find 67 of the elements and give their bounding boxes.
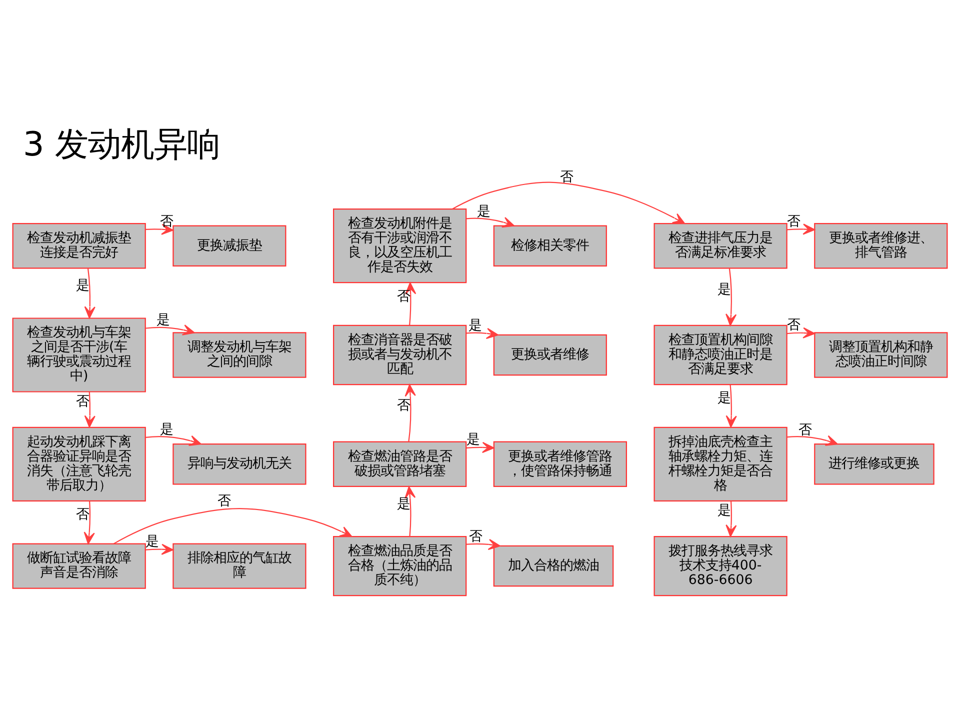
node-box: 检查消音器是否破损或者与发动机不匹配 bbox=[333, 324, 467, 386]
node-box: 异响与发动机无关 bbox=[172, 444, 306, 485]
node-box: 检查发动机附件是否有干涉或润滑不良，以及空压机工作是否失效 bbox=[333, 208, 467, 284]
edge-label: 是 bbox=[76, 278, 90, 294]
node-box: 加入合格的燃油 bbox=[493, 545, 614, 587]
node-box: 排除相应的气缸故障 bbox=[172, 543, 306, 589]
node-box: 检查燃油管路是否破损或管路堵塞 bbox=[333, 441, 467, 487]
arrow bbox=[786, 327, 816, 338]
edge-label: 否 bbox=[560, 170, 574, 185]
arrow bbox=[84, 268, 96, 319]
arrow bbox=[84, 500, 95, 544]
edge-label: 否 bbox=[76, 507, 90, 522]
node-box: 起动发动机踩下离合器验证异响是否消失（注意飞轮壳带后取力） bbox=[12, 426, 146, 502]
edge-label: 是 bbox=[718, 391, 731, 406]
arrow bbox=[786, 435, 838, 446]
arrow bbox=[466, 216, 515, 228]
edge-label: 否 bbox=[798, 422, 812, 438]
node-box: 拆掉油底壳检查主轴承螺栓力矩、连杆螺栓力矩是否合格 bbox=[654, 426, 788, 502]
arrow bbox=[786, 224, 816, 235]
edge-label: 否 bbox=[469, 529, 482, 544]
edge-label: 否 bbox=[217, 494, 230, 509]
diagram-title: 3 发动机异响 bbox=[22, 124, 220, 164]
arrow bbox=[726, 268, 737, 326]
node-box: 调整发动机与车架之间的间隙 bbox=[172, 332, 306, 378]
node-box: 更换或者维修进、排气管路 bbox=[814, 223, 948, 269]
node-box: 检查燃油品质是否合格（土炼油的品质不纯） bbox=[333, 536, 467, 596]
edge-label: 是 bbox=[156, 313, 170, 328]
arrow bbox=[726, 384, 737, 428]
arrow bbox=[466, 328, 499, 339]
edge-label: 否 bbox=[787, 214, 800, 230]
arrow bbox=[145, 324, 195, 336]
node-box: 调整顶置机构和静态喷油正时间隙 bbox=[814, 332, 948, 378]
node-box: 更换或者维修 bbox=[493, 334, 607, 376]
arrow bbox=[466, 538, 500, 550]
edge-label: 否 bbox=[396, 289, 410, 304]
node-box: 检查发动机与车架之间是否干涉(车辆行驶或震动过程中) bbox=[12, 318, 146, 392]
edge-label: 是 bbox=[468, 318, 482, 334]
node-box: 检修相关零件 bbox=[493, 225, 607, 266]
arrow bbox=[145, 544, 174, 555]
arrow bbox=[404, 486, 416, 537]
edge-label: 否 bbox=[787, 318, 800, 334]
node-box: 检查进排气压力是否满足标准要求 bbox=[654, 223, 788, 269]
node-box: 更换或者维修管路，使管路保持畅通 bbox=[493, 441, 627, 487]
arrow bbox=[145, 435, 202, 446]
arrow bbox=[145, 224, 174, 235]
edge-label: 否 bbox=[76, 394, 90, 410]
node-box: 更换减振垫 bbox=[172, 225, 286, 266]
arrow bbox=[726, 500, 737, 537]
node-box: 进行维修或更换 bbox=[814, 444, 934, 485]
arrow bbox=[84, 392, 96, 428]
arrow bbox=[114, 508, 352, 544]
edge-label: 否 bbox=[160, 214, 173, 230]
edge-label: 是 bbox=[160, 422, 173, 438]
edge-label: 是 bbox=[146, 534, 159, 550]
node-box: 拨打服务热线寻求技术支持400-686-6606 bbox=[654, 536, 788, 596]
edge-label: 是 bbox=[718, 282, 731, 298]
edge-label: 是 bbox=[718, 503, 731, 518]
arrow bbox=[404, 384, 416, 442]
edge-label: 是 bbox=[466, 432, 480, 448]
node-box: 检查顶置机构间隙和静态喷油正时是否满足要求 bbox=[654, 324, 788, 386]
edge-label: 是 bbox=[396, 497, 410, 512]
edge-label: 是 bbox=[476, 204, 490, 220]
edge-label: 否 bbox=[396, 398, 410, 414]
arrow bbox=[466, 442, 494, 454]
node-box: 做断缸试验看故障声音是否消除 bbox=[12, 543, 146, 589]
arrow bbox=[452, 182, 686, 224]
node-box: 检查发动机减振垫连接是否完好 bbox=[12, 223, 146, 269]
